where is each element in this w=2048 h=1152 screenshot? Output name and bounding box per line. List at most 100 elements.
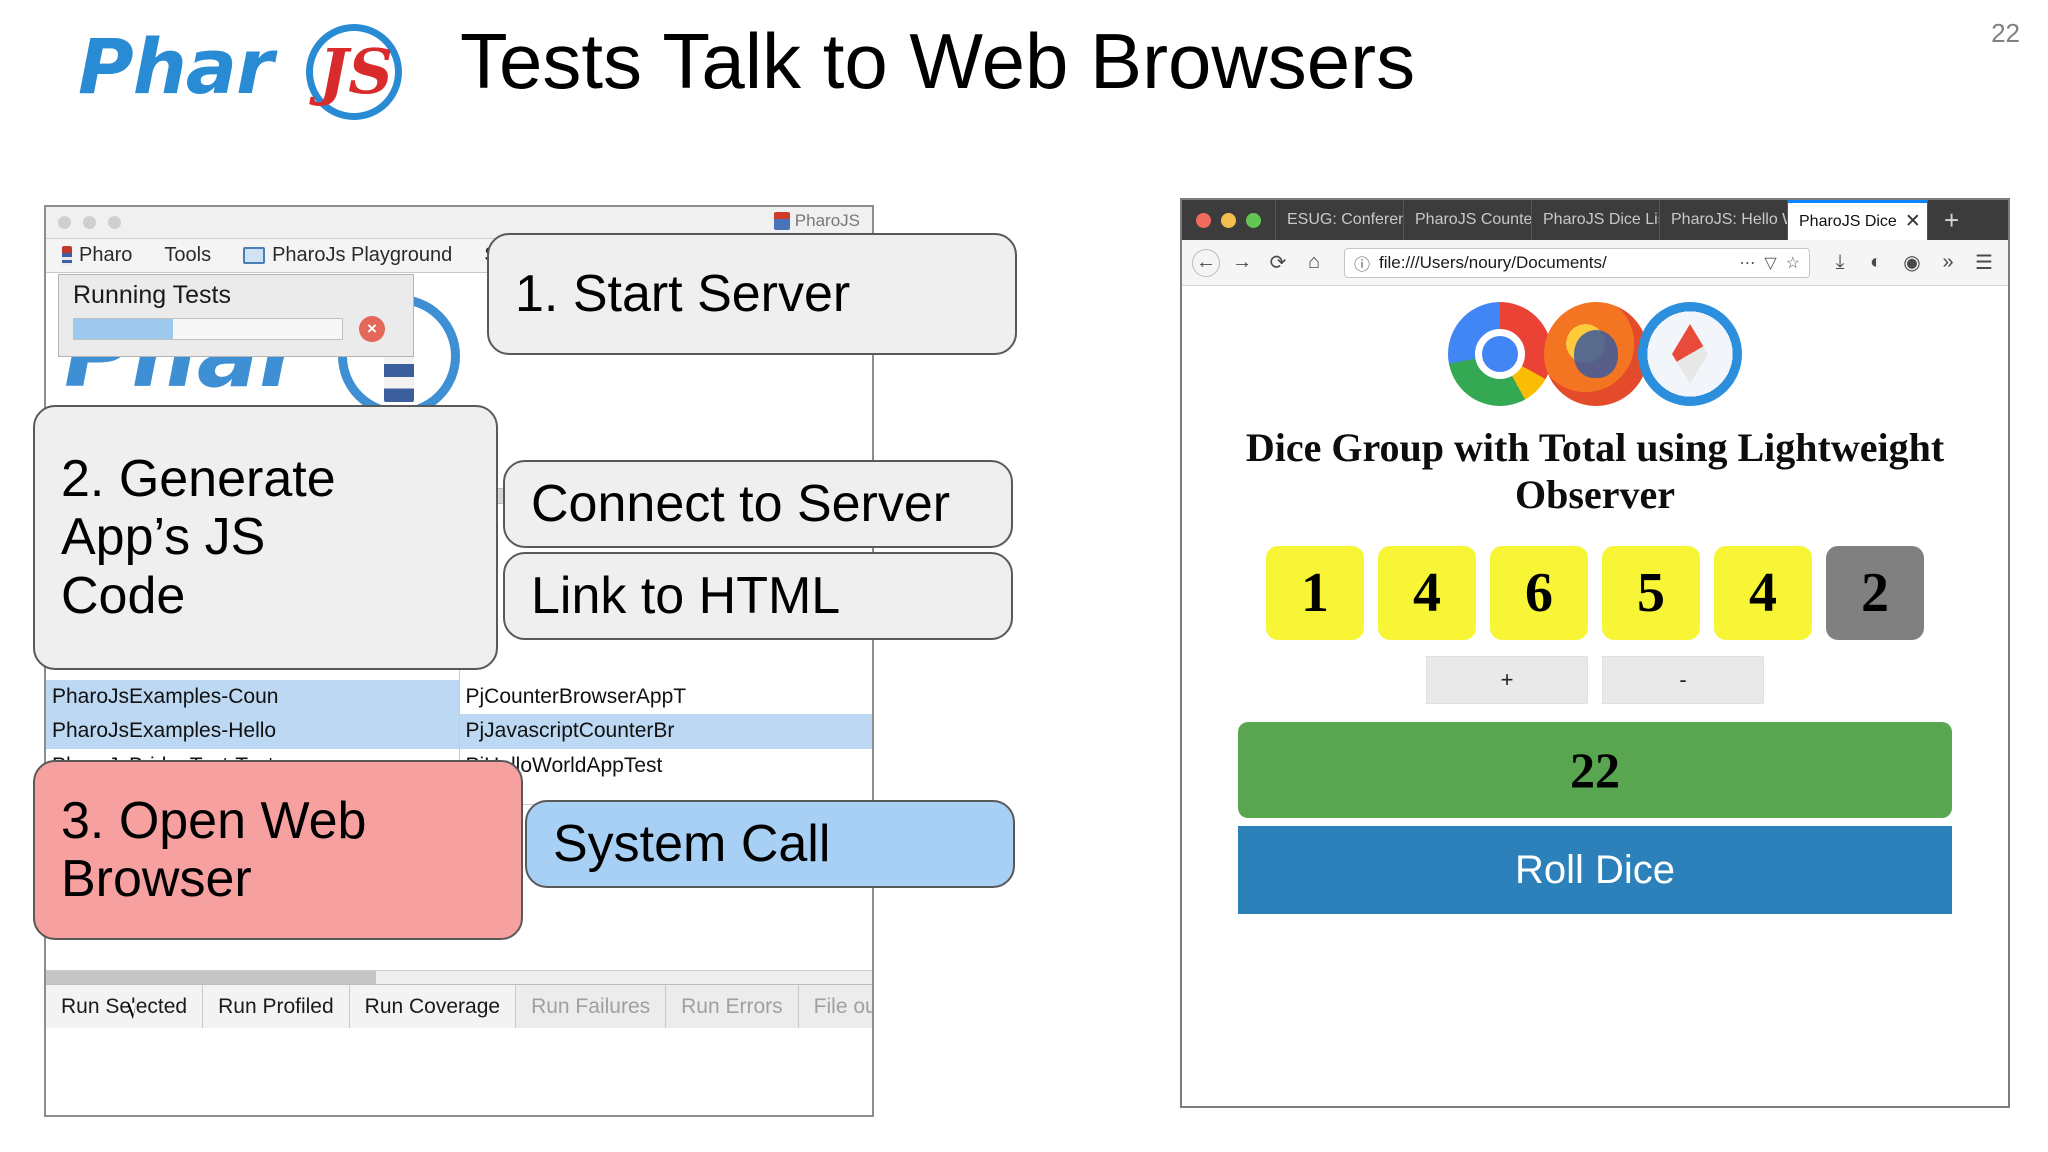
run-profiled-button[interactable]: Run Profiled xyxy=(203,985,350,1028)
firefox-browser-window: ESUG: Conferenc PharoJS Counter PharoJS … xyxy=(1180,198,2010,1108)
list-item[interactable]: PharoJsExamples-Hello xyxy=(46,714,459,749)
browser-tab-hello-world-label: PharoJS: Hello W xyxy=(1671,211,1788,228)
menu-item-pharo-label: Pharo xyxy=(79,244,133,266)
pharo-window-tab-label: PharoJS xyxy=(794,211,860,230)
browser-tab-hello-world[interactable]: PharoJS: Hello W xyxy=(1660,200,1788,240)
forward-icon[interactable]: → xyxy=(1232,251,1252,273)
pharojs-logo: Phar JS xyxy=(78,18,438,120)
run-coverage-button[interactable]: Run Coverage xyxy=(349,985,517,1028)
die-1[interactable]: 1 xyxy=(1266,546,1364,640)
pharo-window-body: Phar PharoJsExamples-Coun PharoJsExample… xyxy=(46,273,872,1115)
window-minimize-dot[interactable] xyxy=(83,216,96,229)
page-actions-icon[interactable]: ⋯ xyxy=(1739,254,1756,272)
menu-item-playground-label: PharoJs Playground xyxy=(272,244,453,266)
callout-system-call: System Call xyxy=(525,800,1015,888)
logo-wordmark: Phar xyxy=(78,22,274,111)
callout-system-call-label: System Call xyxy=(553,814,831,873)
menu-icon[interactable]: ☰ xyxy=(1975,252,1993,274)
die-5[interactable]: 4 xyxy=(1714,546,1812,640)
running-tests-panel: Running Tests × xyxy=(58,274,414,357)
browser-tab-counter-label: PharoJS Counter xyxy=(1415,211,1532,228)
callout-generate-js-label: 2. Generate App’s JS Code xyxy=(61,450,336,625)
bookmark-star-icon[interactable]: ☆ xyxy=(1785,254,1800,272)
pharo-lighthouse-icon xyxy=(773,212,790,230)
scrollbar-thumb[interactable] xyxy=(46,971,377,984)
browser-navigation-bar: ← → ⟳ ⌂ ⓘ file:///Users/noury/Documents/… xyxy=(1182,240,2008,286)
list-item[interactable]: PjCounterBrowserAppT xyxy=(465,685,687,708)
callout-connect-to-server: Connect to Server xyxy=(503,460,1013,548)
close-icon[interactable]: ✕ xyxy=(1904,211,1921,232)
list-item[interactable]: PjJavascriptCounterBr xyxy=(459,714,872,749)
sync-icon[interactable]: ◉ xyxy=(1903,252,1921,274)
pharo-logo-icon xyxy=(62,245,72,266)
die-4[interactable]: 5 xyxy=(1602,546,1700,640)
window-zoom-icon[interactable] xyxy=(1246,212,1261,228)
dice-total-display: 22 xyxy=(1238,722,1952,818)
dice-count-controls: + - xyxy=(1182,656,2008,704)
browser-tab-counter[interactable]: PharoJS Counter xyxy=(1404,200,1532,240)
browser-tab-dice-active[interactable]: PharoJS Dice ✕ xyxy=(1788,200,1928,240)
logo-circle-icon xyxy=(306,24,402,120)
window-maximize-dot[interactable] xyxy=(108,216,121,229)
browser-logos-row xyxy=(1182,300,2008,408)
callout-open-web-browser: 3. Open Web Browser xyxy=(33,760,523,940)
file-out-results-button: File out results xyxy=(798,985,872,1028)
window-minimize-icon[interactable] xyxy=(1221,212,1236,228)
add-die-button[interactable]: + xyxy=(1426,656,1588,704)
home-icon[interactable]: ⌂ xyxy=(1307,251,1321,273)
test-runner-toolbar: Run Selected Run Profiled Run Coverage R… xyxy=(46,984,872,1028)
roll-dice-button[interactable]: Roll Dice xyxy=(1238,826,1952,914)
page-title: Tests Talk to Web Browsers xyxy=(460,17,1416,105)
reload-icon[interactable]: ⟳ xyxy=(1269,252,1287,274)
reader-mode-icon[interactable]: ▽ xyxy=(1764,254,1777,272)
logo-js-badge: JS xyxy=(318,35,394,108)
callout-link-to-html: Link to HTML xyxy=(503,552,1013,640)
running-tests-label: Running Tests xyxy=(73,281,231,309)
menu-item-tools-label: Tools xyxy=(164,244,212,266)
address-bar[interactable]: ⓘ file:///Users/noury/Documents/ ⋯ ▽ ☆ xyxy=(1344,247,1810,278)
list-item[interactable]: PharoJsExamples-Coun xyxy=(46,680,459,715)
die-3[interactable]: 6 xyxy=(1490,546,1588,640)
menu-item-playground[interactable]: PharoJs Playground xyxy=(227,244,468,267)
running-tests-row: × xyxy=(59,310,413,342)
callout-start-server: 1. Start Server xyxy=(487,233,1017,355)
browser-tab-strip: ESUG: Conferenc PharoJS Counter PharoJS … xyxy=(1182,200,2008,240)
slide-number: 22 xyxy=(1991,18,2020,48)
mac-window-controls xyxy=(1182,200,1276,240)
new-tab-button[interactable]: + xyxy=(1944,204,1960,235)
site-info-icon[interactable]: ⓘ xyxy=(1354,256,1371,274)
browser-tab-esug-label: ESUG: Conferenc xyxy=(1287,211,1404,228)
class-list[interactable]: PjCounterBrowserAppT PjJavascriptCounter… xyxy=(459,504,872,804)
downloads-icon[interactable]: ⤓ xyxy=(1835,251,1845,273)
die-6-disabled: 2 xyxy=(1826,546,1924,640)
back-icon[interactable]: ← xyxy=(1192,248,1220,277)
window-icon xyxy=(243,247,266,264)
shield-icon[interactable]: ◐ xyxy=(1869,251,1883,273)
menu-item-pharo[interactable]: Pharo xyxy=(46,244,148,267)
web-page-content: Dice Group with Total using Lightweight … xyxy=(1182,286,2008,1106)
window-close-icon[interactable] xyxy=(1196,212,1211,228)
progress-bar xyxy=(73,318,343,340)
browser-tab-dice-list[interactable]: PharoJS Dice Lis xyxy=(1532,200,1660,240)
window-close-dot[interactable] xyxy=(58,216,71,229)
browser-tab-esug[interactable]: ESUG: Conferenc xyxy=(1276,200,1404,240)
run-failures-button: Run Failures xyxy=(516,985,667,1028)
url-text: file:///Users/noury/Documents/ xyxy=(1379,252,1607,272)
safari-logo-icon xyxy=(1638,302,1742,406)
browser-tab-dice-list-label: PharoJS Dice Lis xyxy=(1543,211,1660,228)
run-selected-button[interactable]: Run Selected xyxy=(46,985,204,1028)
dice-group: 1 4 6 5 4 2 xyxy=(1182,546,2008,640)
package-list[interactable]: PharoJsExamples-Coun PharoJsExamples-Hel… xyxy=(46,504,460,804)
menu-item-tools[interactable]: Tools xyxy=(148,244,227,267)
pharo-window-tab[interactable]: PharoJS xyxy=(766,209,868,233)
run-errors-button: Run Errors xyxy=(666,985,799,1028)
cancel-icon[interactable]: × xyxy=(359,316,385,342)
remove-die-button[interactable]: - xyxy=(1602,656,1764,704)
horizontal-scrollbar[interactable] xyxy=(46,970,872,984)
progress-bar-fill xyxy=(74,319,174,339)
overflow-icon[interactable]: » xyxy=(1942,251,1954,273)
callout-open-web-browser-label: 3. Open Web Browser xyxy=(61,791,367,908)
die-2[interactable]: 4 xyxy=(1378,546,1476,640)
browser-tab-dice-active-label: PharoJS Dice xyxy=(1799,212,1897,230)
